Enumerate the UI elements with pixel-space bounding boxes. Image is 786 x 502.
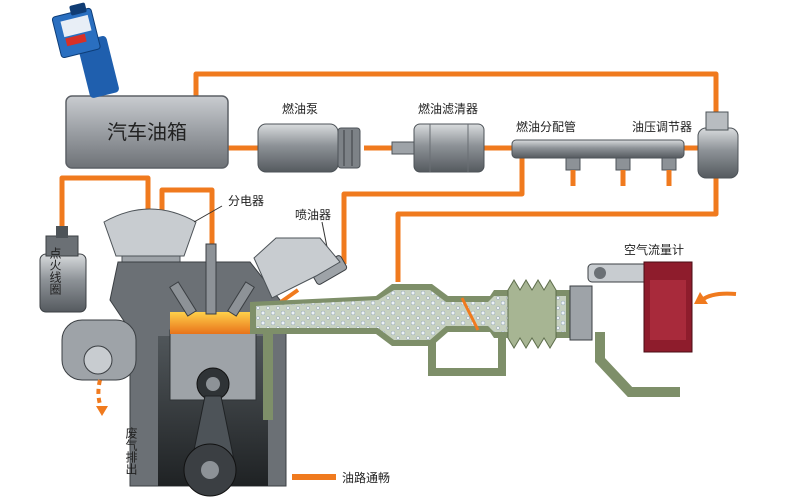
combustion-flame: [170, 312, 256, 334]
distributor: 分电器: [103, 194, 264, 273]
pressure-regulator-label: 油压调节器: [632, 120, 692, 134]
coil-lead-2: [159, 187, 215, 258]
engine-block: [61, 243, 287, 497]
fuel-filter: 燃油滤清器: [391, 101, 485, 173]
fuel-filter-label: 燃油滤清器: [418, 101, 478, 116]
oil-additive-bottle-icon: [51, 2, 119, 98]
injector-label: 喷油器: [295, 208, 331, 222]
fuel-tank-label: 汽车油箱: [107, 120, 187, 144]
fuel-pump: 燃油泵: [257, 101, 361, 173]
legend-label: 油路通畅: [342, 470, 390, 485]
air-flow-meter-label: 空气流量计: [624, 242, 684, 257]
legend-swatch: [292, 474, 336, 480]
fuel-rail: 燃油分配管: [511, 119, 685, 186]
intake-bellows: [507, 279, 557, 349]
fuel-tank: 汽车油箱: [65, 95, 229, 169]
regulator-vacuum-line: [395, 176, 719, 282]
intake-valve-housing: [253, 237, 341, 299]
pressure-regulator: 油压调节器: [632, 111, 739, 179]
fresh-air-label: 新鲜空气: [758, 306, 786, 355]
throttle-plate: [460, 297, 480, 331]
coil-lead-1: [59, 175, 151, 236]
intake-manifold: [250, 279, 680, 420]
rail-to-injector-line: [341, 158, 525, 264]
exhaust-arrow-icon: [96, 379, 108, 416]
fresh-air-arrow-icon: [694, 291, 737, 304]
spark-plug: [205, 243, 217, 315]
fuel-lines: [59, 71, 719, 282]
legend: 油路通畅: [292, 470, 390, 485]
fuel-rail-label: 燃油分配管: [516, 119, 576, 134]
fuel-pump-label: 燃油泵: [282, 101, 318, 116]
distributor-label: 分电器: [228, 194, 264, 208]
air-flow-meter: 空气流量计: [569, 242, 693, 353]
fresh-air-text: 新鲜空气: [758, 306, 786, 355]
return-fuel-line: [193, 71, 719, 118]
ignition-coil: 点火线圈: [14, 226, 87, 313]
